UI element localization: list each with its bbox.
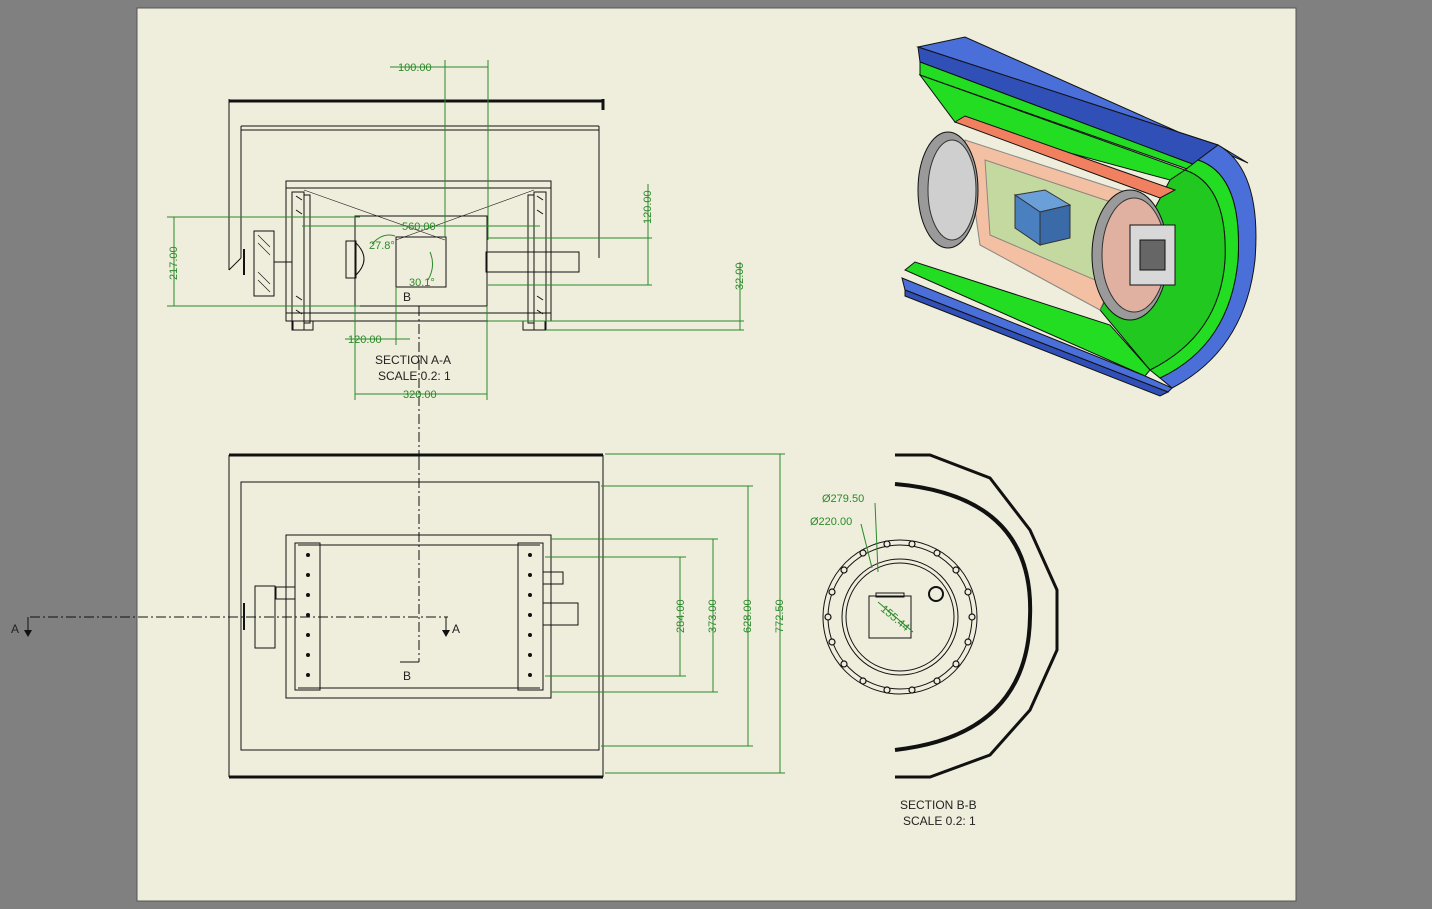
section-aa-title: SECTION A-A xyxy=(375,353,451,367)
dim-373: 373.00 xyxy=(707,599,719,633)
section-aa-dimensions xyxy=(167,60,744,400)
dim-628: 628.00 xyxy=(742,599,754,633)
dim-diameter-279-5: Ø279.50 xyxy=(822,493,864,505)
dim-diameter-220: Ø220.00 xyxy=(810,516,852,528)
section-bb-title: SECTION B-B xyxy=(900,798,977,812)
dim-284: 284.00 xyxy=(675,599,687,633)
angle-27-8: 27.8° xyxy=(369,240,395,252)
flange-bolts xyxy=(824,540,976,694)
dim-120-horizontal: 120.00 xyxy=(348,334,382,346)
dim-120-vertical: 120.00 xyxy=(642,190,654,224)
dim-560: 560.00 xyxy=(402,221,436,233)
section-aa-marker-b: B xyxy=(403,290,411,304)
dim-100: 100.00 xyxy=(398,62,432,74)
plan-bolts xyxy=(306,553,532,677)
plan-view: 284.00 373.00 628.00 772.50 A A B xyxy=(11,453,786,779)
dim-217: 217.00 xyxy=(168,246,180,280)
angle-30-1: 30.1° xyxy=(409,277,435,289)
section-aa-scale: SCALE 0.2: 1 xyxy=(378,369,451,383)
dim-772-5: 772.50 xyxy=(774,599,786,633)
plan-marker-a-left: A xyxy=(11,622,19,636)
cylinder-cutaway-icon xyxy=(901,36,1257,397)
section-aa-view: 100.00 560.00 27.8° 30.1° 120.00 217.00 … xyxy=(167,60,746,460)
plan-marker-a-right: A xyxy=(452,622,460,636)
dim-32: 32.00 xyxy=(734,262,746,290)
dim-320: 320.00 xyxy=(403,389,437,401)
plan-marker-b: B xyxy=(403,669,411,683)
section-bb-scale: SCALE 0.2: 1 xyxy=(903,814,976,828)
plan-dimensions xyxy=(545,453,785,774)
